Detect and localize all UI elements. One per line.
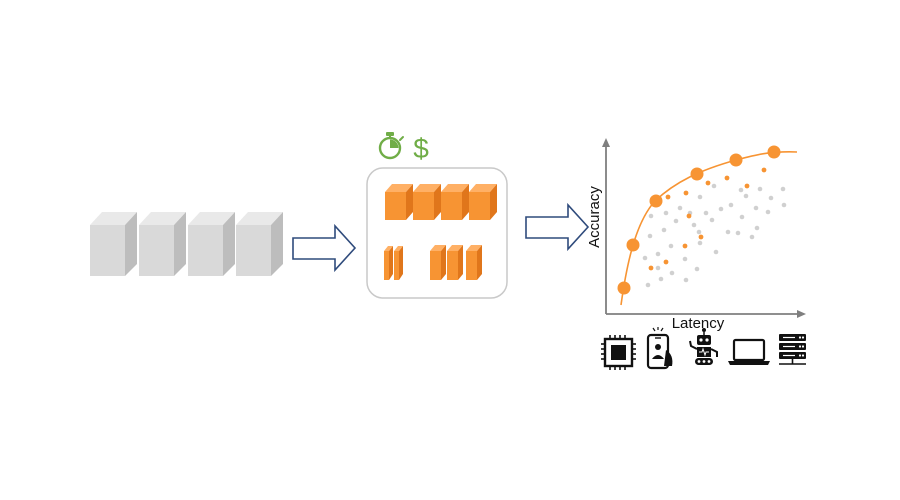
robot-icon <box>689 328 718 365</box>
orange-block <box>469 184 497 220</box>
gray-point <box>668 243 674 249</box>
gray-point <box>696 229 702 235</box>
gray-point <box>647 233 653 239</box>
gray-point <box>735 230 741 236</box>
gray-point <box>648 213 654 219</box>
right-arrow-icon <box>525 202 590 252</box>
pareto-point <box>649 194 663 208</box>
gray-point <box>669 270 675 276</box>
orange-point <box>648 265 654 271</box>
orange-point <box>686 213 692 219</box>
gray-point <box>691 222 697 228</box>
microchip-icon <box>601 335 636 370</box>
gray-point <box>718 206 724 212</box>
orange-point <box>683 190 689 196</box>
gray-point <box>661 227 667 233</box>
gray-point <box>765 209 771 215</box>
orange-point <box>744 183 750 189</box>
y-axis-label: Accuracy <box>586 186 603 248</box>
orange-point <box>698 234 704 240</box>
orange-block <box>447 245 463 280</box>
smartphone-icon <box>646 327 673 370</box>
gray-point <box>673 218 679 224</box>
orange-block <box>430 245 446 280</box>
gray-point <box>694 266 700 272</box>
pareto-point <box>729 153 743 167</box>
gray-point <box>703 210 709 216</box>
orange-point <box>682 243 688 249</box>
gray-point <box>725 229 731 235</box>
orange-block <box>385 184 413 220</box>
gray-point <box>655 265 661 271</box>
laptop-icon <box>728 338 770 365</box>
pareto-point <box>690 167 704 181</box>
orange-block <box>394 246 403 280</box>
gray-point <box>655 251 661 257</box>
gray-point <box>697 240 703 246</box>
gray-point <box>749 234 755 240</box>
orange-point <box>761 167 767 173</box>
orange-point <box>724 175 730 181</box>
pareto-curve <box>620 151 798 306</box>
orange-block <box>466 245 482 280</box>
gray-point <box>739 214 745 220</box>
gray-point <box>728 202 734 208</box>
gray-block <box>188 212 235 276</box>
pareto-point <box>617 281 631 295</box>
gray-point <box>697 194 703 200</box>
gray-point <box>743 193 749 199</box>
gray-point <box>713 249 719 255</box>
baseline-network <box>90 212 283 276</box>
stopwatch-icon <box>378 132 404 160</box>
orange-block <box>413 184 441 220</box>
gray-point <box>683 277 689 283</box>
dollar-icon: $ <box>413 133 429 164</box>
gray-point <box>658 276 664 282</box>
right-arrow-icon <box>292 223 357 273</box>
orange-block <box>384 246 393 280</box>
gray-point <box>709 217 715 223</box>
gray-point <box>757 186 763 192</box>
candidate-networks-panel <box>366 167 508 299</box>
gray-point <box>642 255 648 261</box>
gray-point <box>768 195 774 201</box>
orange-block <box>441 184 469 220</box>
x-axis-label: Latency <box>672 315 725 332</box>
accuracy-latency-plot: Latency Accuracy <box>586 138 806 332</box>
orange-point <box>663 259 669 265</box>
gray-point <box>682 256 688 262</box>
pareto-point <box>626 238 640 252</box>
orange-candidate-points <box>648 167 767 271</box>
pareto-points <box>617 145 781 295</box>
gray-point <box>753 205 759 211</box>
gray-point <box>781 202 787 208</box>
gray-block <box>139 212 186 276</box>
gray-candidate-points <box>642 183 787 288</box>
gray-block <box>90 212 137 276</box>
orange-point <box>665 194 671 200</box>
gray-block <box>236 212 283 276</box>
gray-point <box>711 183 717 189</box>
pareto-point <box>767 145 781 159</box>
gray-point <box>645 282 651 288</box>
orange-point <box>705 180 711 186</box>
server-icon <box>779 334 806 365</box>
gray-point <box>663 210 669 216</box>
gray-point <box>754 225 760 231</box>
gray-point <box>780 186 786 192</box>
gray-point <box>738 187 744 193</box>
gray-point <box>677 205 683 211</box>
